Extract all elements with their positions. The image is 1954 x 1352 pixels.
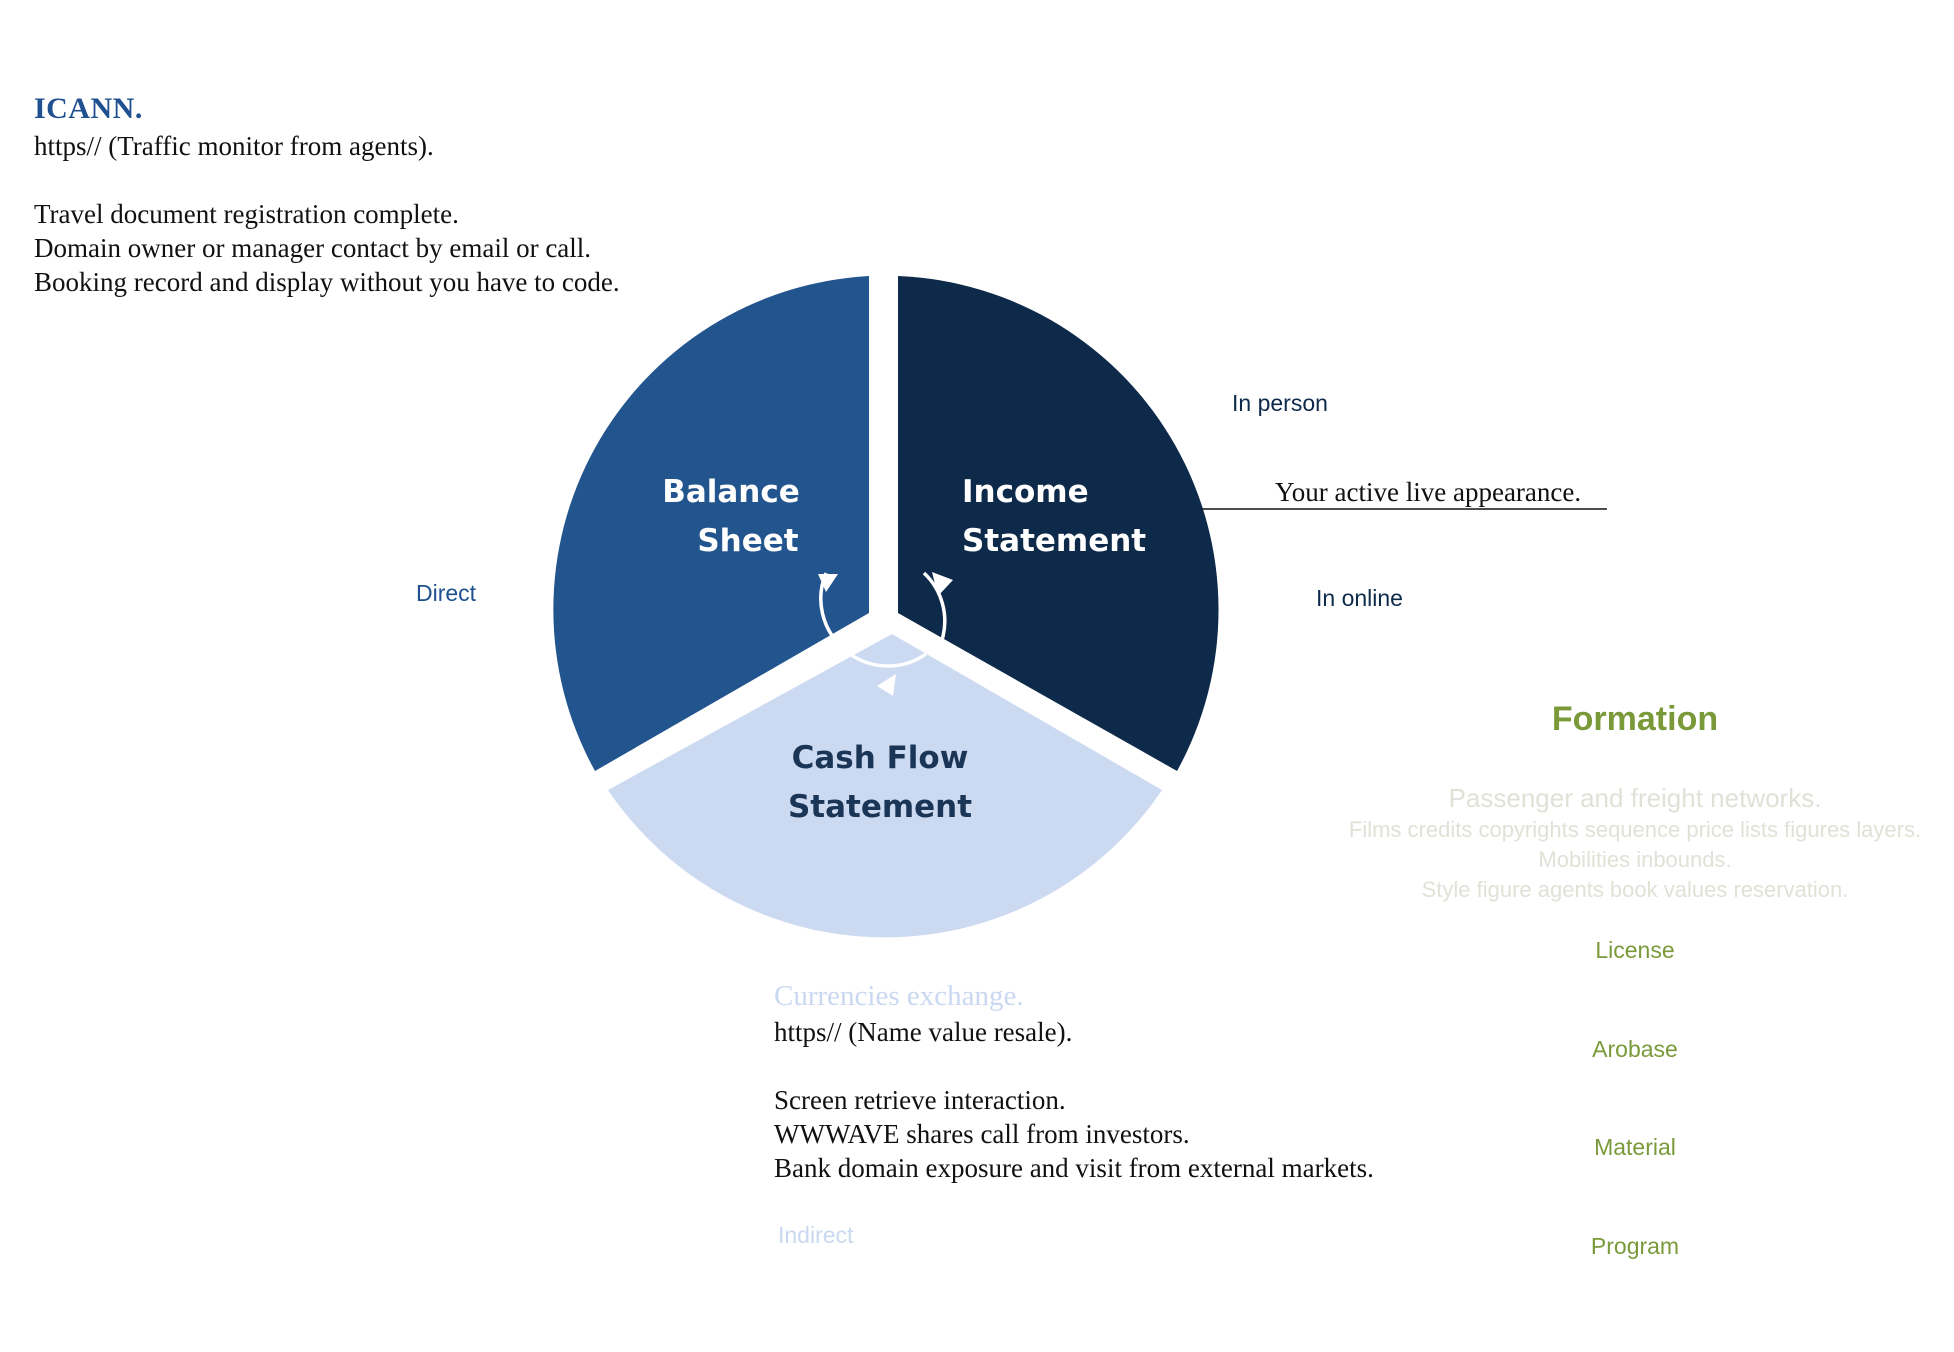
icann-line-contact: Domain owner or manager contact by email…: [34, 233, 592, 263]
live-appearance-text: Your active live appearance.: [1275, 477, 1582, 507]
icann-line-booking: Booking record and display without you h…: [34, 267, 620, 297]
cash-flow-label-line1: Cash Flow: [792, 740, 969, 776]
formation-description-line: Films credits copyrights sequence price …: [1348, 817, 1922, 842]
income-statement-label-line1: Income: [962, 474, 1089, 510]
income-statement-label-line2: Statement: [962, 523, 1146, 559]
formation-description-line: Style figure agents book values reservat…: [1421, 877, 1849, 902]
direct-label: Direct: [416, 580, 477, 606]
cash-flow-label-line2: Statement: [788, 789, 972, 825]
formation-description-line: Mobilities inbounds.: [1538, 847, 1732, 872]
icann-line-registration: Travel document registration complete.: [34, 199, 459, 229]
in-person-label: In person: [1232, 390, 1328, 416]
indirect-label: Indirect: [778, 1222, 854, 1248]
cash-flow-statement-segment: [608, 634, 1162, 938]
currencies-line-screen: Screen retrieve interaction.: [774, 1085, 1066, 1115]
formation-item-arobase: Arobase: [1592, 1036, 1678, 1062]
formation-title: Formation: [1551, 700, 1719, 738]
icann-title: ICANN.: [34, 92, 143, 125]
balance-sheet-label-line2: Sheet: [697, 523, 798, 559]
formation-item-material: Material: [1594, 1134, 1676, 1160]
formation-item-license: License: [1595, 937, 1675, 963]
currencies-line-shares: WWWAVE shares call from investors.: [774, 1119, 1190, 1149]
in-online-label: In online: [1316, 585, 1403, 611]
formation-item-program: Program: [1590, 1233, 1680, 1259]
balance-sheet-segment: [553, 276, 869, 771]
cycle-arrowheads-icon: [818, 572, 953, 696]
formation-subtitle: Passenger and freight networks.: [1448, 783, 1822, 813]
income-statement-segment: [898, 276, 1219, 771]
currencies-line-url: https// (Name value resale).: [774, 1017, 1073, 1047]
currencies-title: Currencies exchange.: [774, 980, 1024, 1012]
balance-sheet-label-line1: Balance: [662, 474, 800, 510]
icann-line-url: https// (Traffic monitor from agents).: [34, 131, 434, 161]
currencies-line-bank: Bank domain exposure and visit from exte…: [774, 1153, 1374, 1183]
